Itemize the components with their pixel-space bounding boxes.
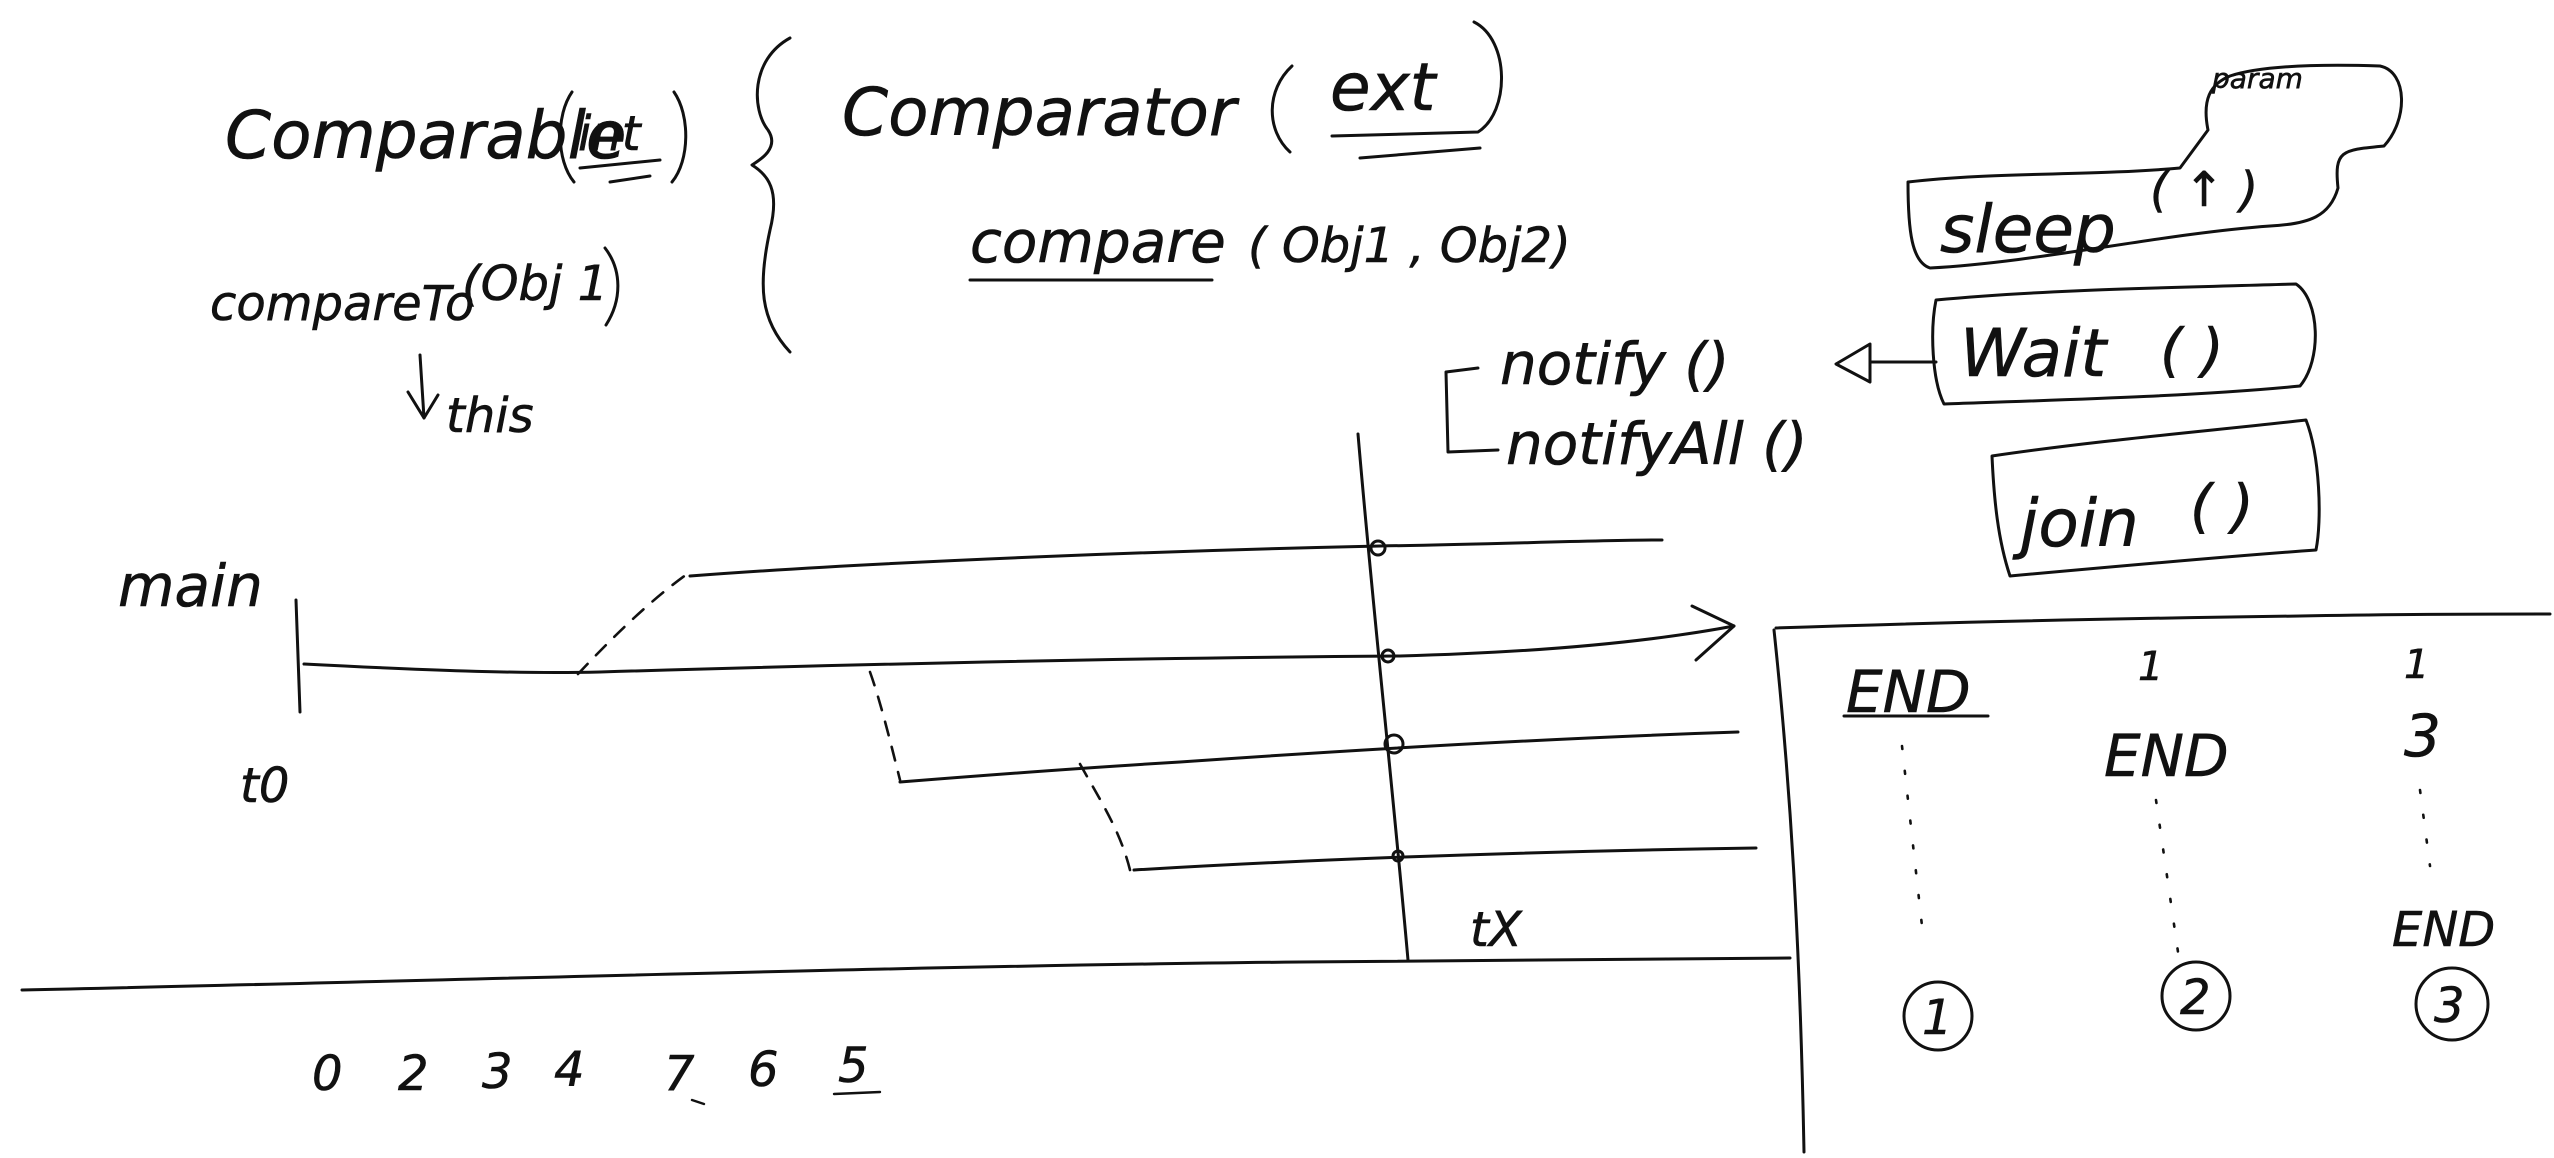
thread-2-fork: [868, 670, 902, 782]
column-3-top: 1: [2404, 642, 2429, 688]
comparable-int-tag: int: [578, 106, 643, 162]
thread-2-line: [898, 730, 1740, 784]
column-1-dots: [1900, 744, 1926, 946]
compare-to-label: compareTo: [210, 276, 474, 332]
main-thread-start-tick: [294, 598, 302, 714]
column-2-top: 1: [2138, 644, 2163, 690]
curly-brace: [750, 36, 792, 354]
this-label: this: [446, 388, 534, 444]
sequence-number: 3: [482, 1044, 513, 1100]
comparable-label: Comparable: [225, 97, 627, 174]
join-parens: ( ): [2190, 472, 2254, 540]
wait-to-notify-arrow: [1834, 342, 1938, 384]
sequence-number: 2: [398, 1046, 429, 1102]
tx-label: tX: [1470, 902, 1523, 958]
thread-1-fork: [576, 570, 692, 676]
comparator-note: Comparator ext compare ( Obj1 , Obj2): [842, 20, 1571, 282]
sync-line: [1356, 432, 1410, 962]
column-2-circle-label: 2: [2180, 970, 2211, 1026]
sync-point-3: [1383, 733, 1405, 755]
compare-to-close-paren: [603, 246, 620, 327]
comparator-open-paren: [1270, 64, 1294, 154]
table-top-border: [1774, 612, 2552, 630]
sync-point-2: [1380, 648, 1396, 664]
table-left-border: [1772, 628, 1806, 1154]
join-box: [1990, 418, 2321, 578]
comparator-ext-tag: ext: [1330, 49, 1438, 126]
sync-point-1: [1369, 539, 1387, 557]
column-1-circle-label: 1: [1922, 990, 1953, 1046]
column-3-dots: [2418, 788, 2432, 868]
notify-label: notify (): [1500, 330, 1730, 398]
int-tag-parens: [558, 90, 688, 184]
column-3-mid: 3: [2404, 702, 2441, 770]
sleep-label: sleep: [1940, 191, 2116, 268]
sequence-underline-7: [690, 1098, 706, 1106]
thread-column-1: END 1: [1842, 658, 1990, 1052]
thread-1-line: [688, 538, 1664, 578]
notify-bracket: [1444, 366, 1500, 454]
ext-tag-circle: [1330, 20, 1503, 138]
wait-box: [1931, 282, 2317, 406]
thread-states-table: END 1 1 END 2 1 3 END 3: [1772, 612, 2552, 1154]
thread-3-line: [1132, 846, 1758, 872]
thread-3-fork: [1078, 762, 1132, 872]
thread-methods: param sleep ( ↑ ) Wait ( ) join ( ) noti…: [1444, 62, 2403, 578]
column-2-mid: END: [2104, 722, 2229, 790]
sleep-box: [1906, 63, 2403, 270]
sequence-number: 0: [312, 1046, 343, 1102]
compare-to-args: (Obj 1: [462, 256, 608, 312]
sequence-number: 7: [664, 1046, 695, 1102]
column-1-circle: [1902, 980, 1974, 1052]
ext-tag-underline: [1358, 146, 1482, 160]
column-3-circle-label: 3: [2434, 978, 2465, 1034]
main-thread-label: main: [118, 552, 263, 620]
wait-label: Wait: [1960, 315, 2108, 392]
main-thread-line: [302, 624, 1736, 675]
thread-timeline: main t0 tX 0 2 3 4 7 6 5: [20, 432, 1792, 1106]
column-2-dots: [2154, 798, 2180, 954]
sequence-number: 6: [748, 1042, 779, 1098]
compare-label: compare: [970, 208, 1226, 276]
column-2-circle: [2160, 960, 2232, 1032]
thread-column-3: 1 3 END 3: [2392, 642, 2496, 1042]
sleep-parens: ( ↑ ): [2150, 162, 2258, 218]
main-thread-arrowhead: [1690, 604, 1736, 662]
sequence-number: 4: [554, 1042, 585, 1098]
t0-label: t0: [240, 758, 289, 814]
sequence-underline-5: [832, 1090, 882, 1096]
thread-column-2: 1 END 2: [2104, 644, 2232, 1032]
compare-args: ( Obj1 , Obj2): [1248, 218, 1571, 274]
sync-point-4: [1391, 849, 1405, 863]
int-tag-underline: [578, 158, 662, 184]
join-label: join: [2012, 485, 2139, 562]
sequence-numbers: 0 2 3 4 7 6 5: [312, 1038, 882, 1106]
param-label: param: [2211, 62, 2303, 95]
this-arrow: [406, 353, 440, 420]
baseline: [20, 956, 1792, 992]
comparable-note: Comparable int compareTo (Obj 1 this: [210, 90, 688, 444]
column-3-circle: [2414, 966, 2490, 1042]
wait-parens: ( ): [2160, 316, 2224, 384]
notify-all-label: notifyAll (): [1506, 410, 1807, 478]
sequence-number: 5: [838, 1038, 869, 1094]
column-3-bottom: END: [2392, 902, 2495, 958]
comparator-label: Comparator: [842, 74, 1240, 151]
